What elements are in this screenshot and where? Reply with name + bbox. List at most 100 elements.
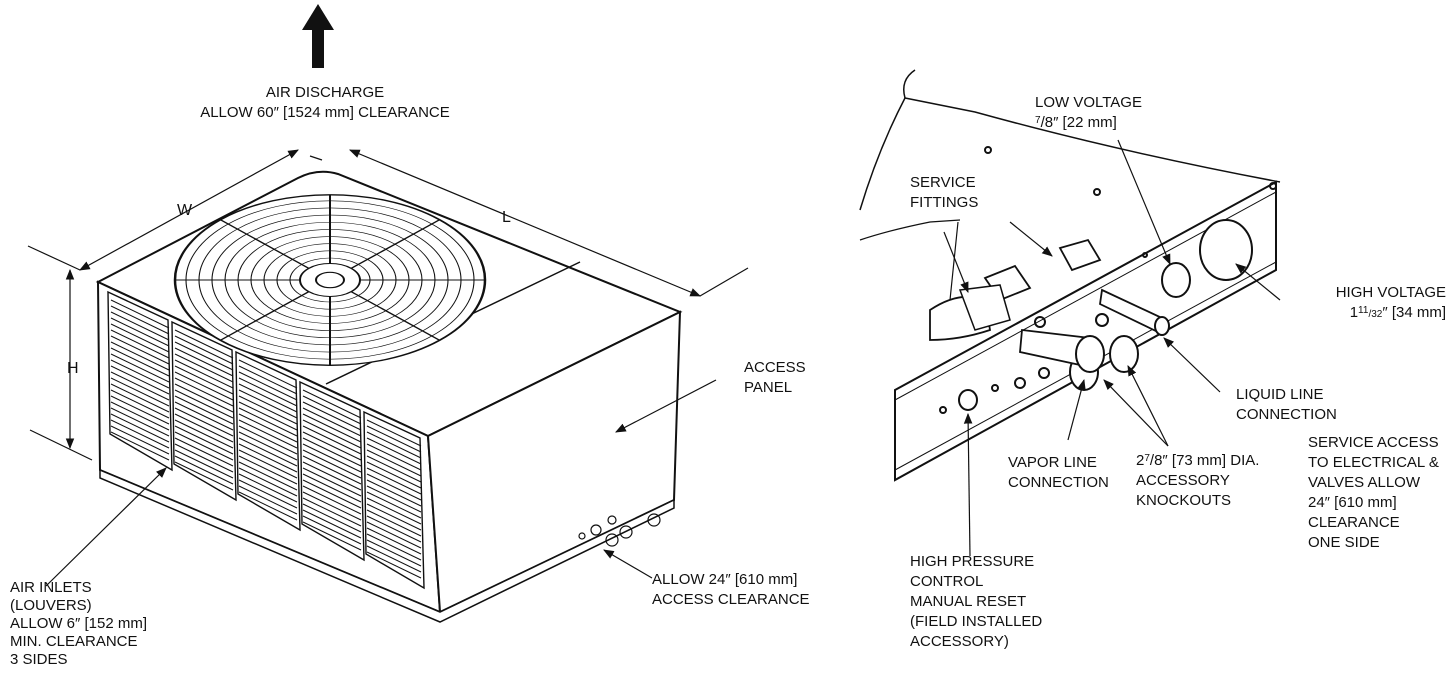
louver-slat bbox=[110, 371, 170, 401]
louver-slat bbox=[174, 377, 234, 407]
accessory-knockouts-label: 27/8″ [73 mm] DIA. ACCESSORY KNOCKOUTS bbox=[1136, 452, 1259, 509]
svg-text:CONNECTION: CONNECTION bbox=[1236, 406, 1337, 423]
svg-text:ACCESSORY: ACCESSORY bbox=[1136, 472, 1230, 489]
louver-slat bbox=[174, 425, 234, 455]
louver-slat bbox=[174, 455, 234, 485]
accessory-knockout-1 bbox=[1109, 335, 1139, 373]
louver-slat bbox=[302, 449, 362, 479]
louver-slat bbox=[110, 407, 170, 437]
louver-slat bbox=[174, 383, 234, 413]
fan-grille bbox=[173, 194, 487, 366]
louver-slat bbox=[174, 419, 234, 449]
svg-text:ACCESSORY): ACCESSORY) bbox=[910, 633, 1009, 650]
louver-slat bbox=[110, 419, 170, 449]
louver-panel bbox=[299, 380, 365, 562]
svg-text:3 SIDES: 3 SIDES bbox=[10, 651, 68, 668]
svg-text:MANUAL RESET: MANUAL RESET bbox=[910, 593, 1026, 610]
louver-slat bbox=[238, 371, 298, 401]
air-discharge-label: AIR DISCHARGE ALLOW 60″ [1524 mm] CLEARA… bbox=[200, 84, 450, 121]
louver-slat bbox=[366, 533, 422, 561]
svg-text:24″ [610 mm]: 24″ [610 mm] bbox=[1308, 494, 1397, 511]
high-pressure-port bbox=[958, 389, 978, 411]
svg-text:FITTINGS: FITTINGS bbox=[910, 194, 978, 211]
louver-slat bbox=[174, 335, 234, 365]
svg-text:AIR DISCHARGE: AIR DISCHARGE bbox=[266, 84, 384, 101]
louver-slat bbox=[174, 389, 234, 419]
louver-slat bbox=[238, 425, 298, 455]
svg-text:ALLOW 6″ [152 mm]: ALLOW 6″ [152 mm] bbox=[10, 615, 147, 632]
louver-slat bbox=[110, 329, 170, 359]
louver-slat bbox=[110, 347, 170, 377]
svg-text:CONNECTION: CONNECTION bbox=[1008, 474, 1109, 491]
unit-callouts bbox=[45, 379, 717, 587]
louver-slat bbox=[366, 485, 422, 513]
louver-slat bbox=[366, 545, 422, 573]
louver-slat bbox=[366, 521, 422, 549]
louver-slat bbox=[366, 509, 422, 537]
louver-slat bbox=[174, 371, 234, 401]
louver-slat bbox=[110, 389, 170, 419]
louver-slat bbox=[302, 497, 362, 527]
louver-slat bbox=[366, 527, 422, 555]
louver-slat bbox=[366, 491, 422, 519]
high-pressure-label: HIGH PRESSURE CONTROL MANUAL RESET (FIEL… bbox=[910, 553, 1042, 650]
louver-slat bbox=[110, 365, 170, 395]
louver-slat bbox=[110, 431, 170, 461]
louver-slat bbox=[110, 311, 170, 341]
louver-slat bbox=[174, 329, 234, 359]
louver-slat bbox=[110, 341, 170, 371]
louver-slat bbox=[366, 431, 422, 459]
louver-slat bbox=[110, 353, 170, 383]
louver-slat bbox=[174, 431, 234, 461]
louver-slat bbox=[302, 431, 362, 461]
louver-slat bbox=[110, 377, 170, 407]
louver-slat bbox=[238, 467, 298, 497]
louver-slat bbox=[174, 443, 234, 473]
low-voltage-knockout bbox=[1161, 262, 1191, 298]
louver-slat bbox=[238, 437, 298, 467]
svg-text:(LOUVERS): (LOUVERS) bbox=[10, 597, 92, 614]
louver-panel bbox=[171, 320, 237, 502]
louver-slat bbox=[110, 359, 170, 389]
svg-text:KNOCKOUTS: KNOCKOUTS bbox=[1136, 492, 1231, 509]
louver-slat bbox=[174, 401, 234, 431]
louver-slat bbox=[302, 515, 362, 545]
louver-slat bbox=[302, 389, 362, 419]
louver-slat bbox=[366, 551, 422, 579]
svg-text:7/8″ [22 mm]: 7/8″ [22 mm] bbox=[1035, 114, 1117, 131]
dimension-height-label: H bbox=[67, 360, 79, 377]
louver-slat bbox=[302, 455, 362, 485]
louver-slat bbox=[302, 521, 362, 551]
louver-slat bbox=[366, 515, 422, 543]
louver-slat bbox=[366, 467, 422, 495]
louver-slat bbox=[174, 353, 234, 383]
louver-slat bbox=[302, 395, 362, 425]
louver-slat bbox=[110, 335, 170, 365]
louver-slat bbox=[110, 317, 170, 347]
louver-slat bbox=[366, 503, 422, 531]
louver-slat bbox=[366, 539, 422, 567]
louver-slat bbox=[366, 497, 422, 525]
louver-slat bbox=[238, 485, 298, 515]
louver-slat bbox=[174, 347, 234, 377]
svg-text:CONTROL: CONTROL bbox=[910, 573, 983, 590]
louver-slat bbox=[302, 461, 362, 491]
svg-text:SERVICE ACCESS: SERVICE ACCESS bbox=[1308, 434, 1439, 451]
louver-slat bbox=[238, 443, 298, 473]
louver-slat bbox=[238, 419, 298, 449]
louver-slat bbox=[238, 479, 298, 509]
louver-slat bbox=[302, 479, 362, 509]
louver-slat bbox=[238, 431, 298, 461]
louver-slat bbox=[238, 359, 298, 389]
louver-slat bbox=[110, 305, 170, 335]
louver-slat bbox=[302, 503, 362, 533]
access-port-cluster bbox=[578, 513, 661, 547]
louver-slat bbox=[366, 419, 422, 447]
louver-slat bbox=[302, 443, 362, 473]
louver-slat bbox=[302, 467, 362, 497]
louver-slat bbox=[238, 377, 298, 407]
louver-slat bbox=[302, 437, 362, 467]
louver-slat bbox=[238, 401, 298, 431]
dimension-lines bbox=[27, 149, 749, 461]
